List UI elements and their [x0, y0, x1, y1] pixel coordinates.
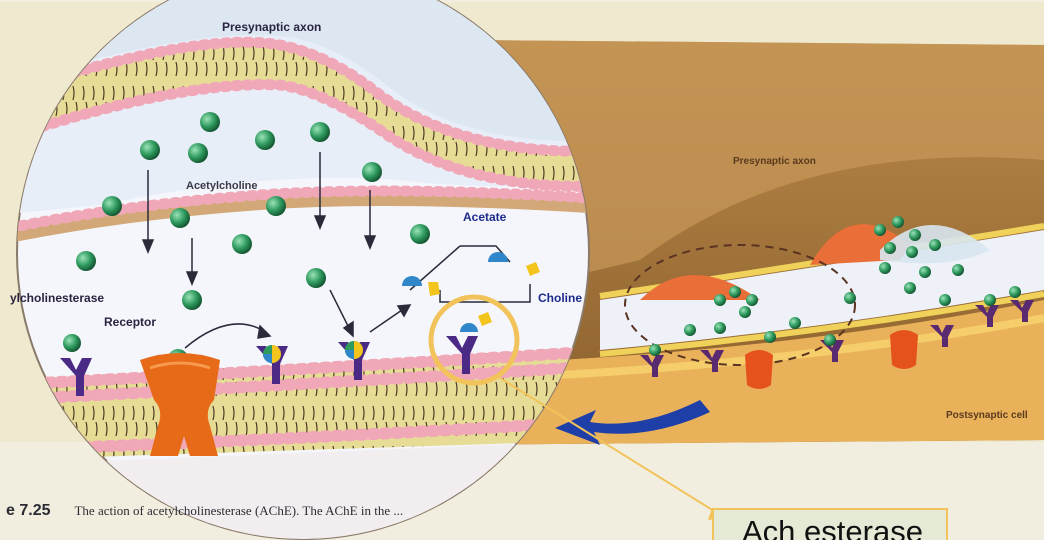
label-presynaptic-axon-top: Presynaptic axon — [222, 20, 321, 34]
label-postsynaptic-cell: Postsynaptic cell — [946, 410, 1028, 421]
figure-caption: e 7.25 The action of acetylcholinesteras… — [6, 502, 403, 520]
label-acetylcholine: Acetylcholine — [186, 180, 258, 192]
label-presynaptic-axon-right: Presynaptic axon — [733, 156, 816, 167]
ach-esterase-callout: Ach esterase — [712, 508, 948, 540]
figure-number: e 7.25 — [6, 502, 50, 519]
callout-text: Ach esterase — [742, 514, 923, 540]
caption-text: The action of acetylcholinesterase (AChE… — [74, 503, 403, 518]
label-acetate: Acetate — [463, 210, 506, 224]
label-receptor: Receptor — [104, 315, 156, 329]
label-choline: Choline — [538, 291, 582, 305]
label-acetylcholinesterase: ylcholinesterase — [10, 291, 104, 305]
